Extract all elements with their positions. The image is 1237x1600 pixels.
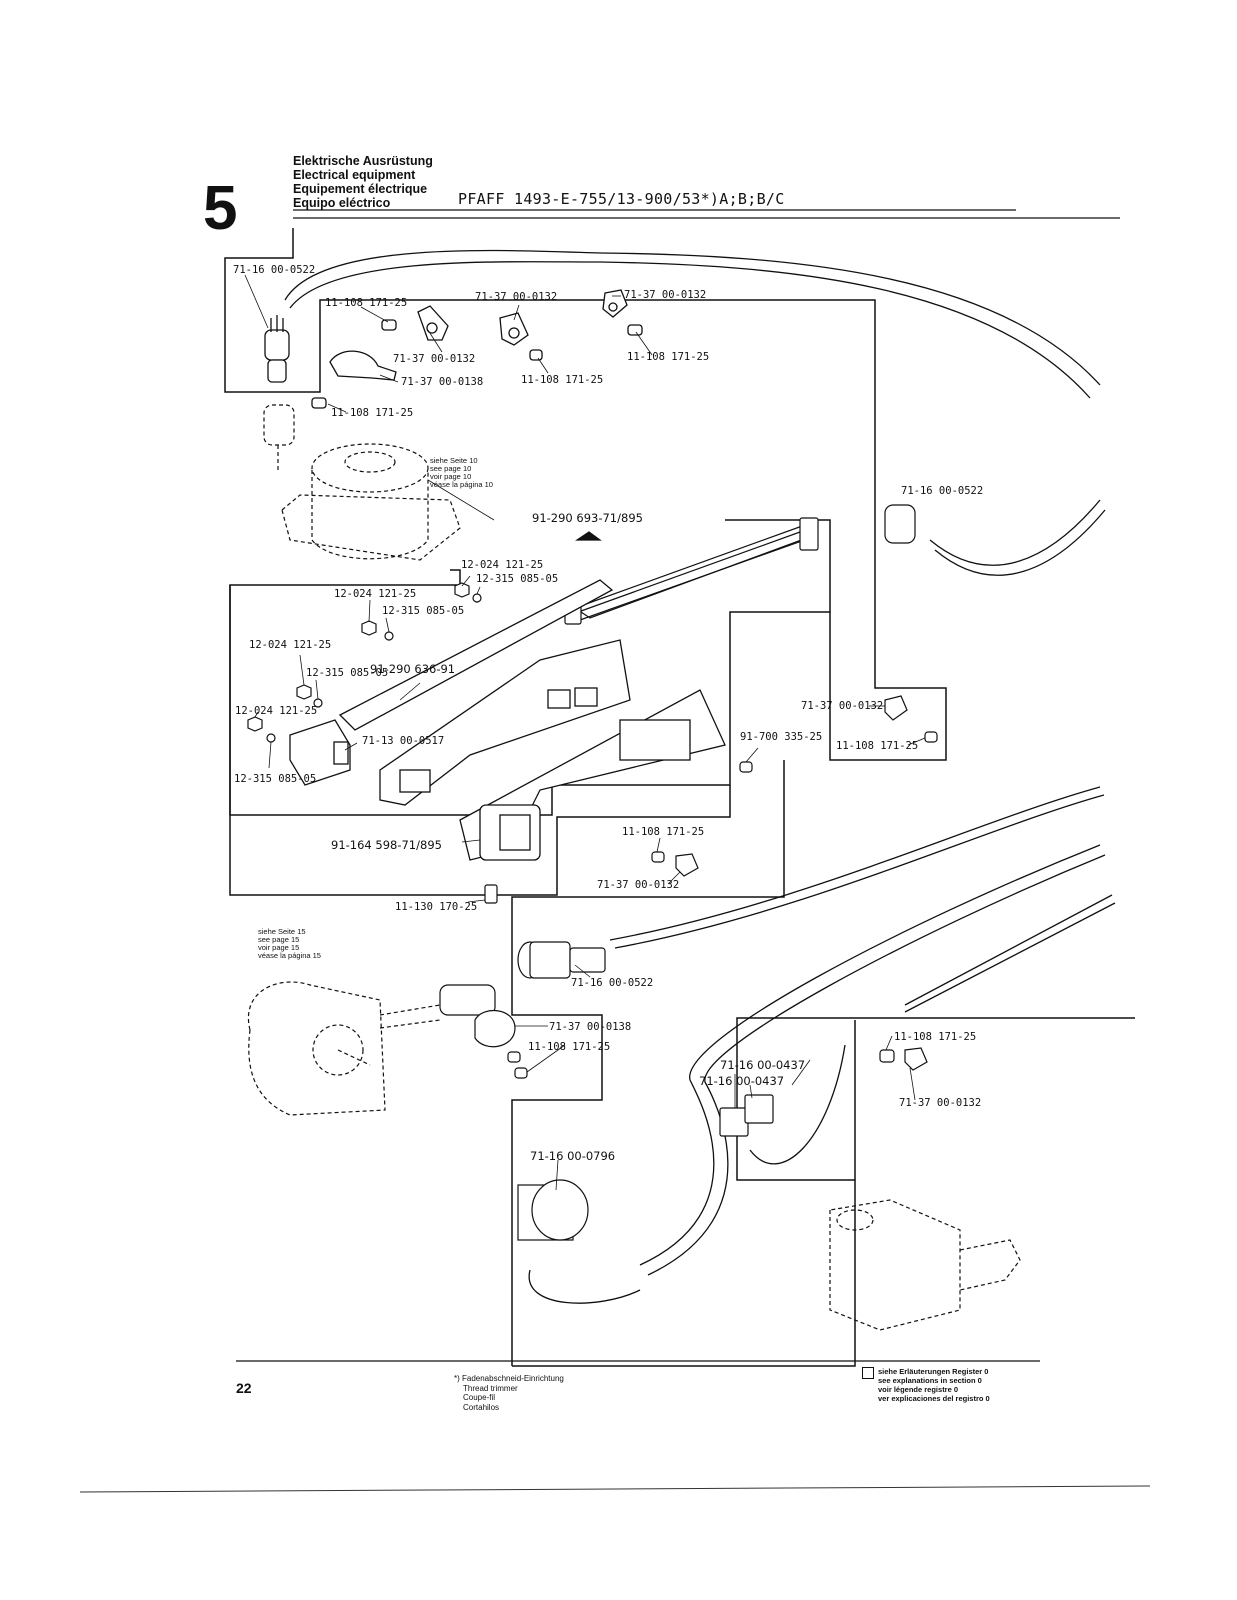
legend-line: ver explicaciones del registro 0 [878, 1394, 990, 1403]
legend-box-icon [862, 1367, 874, 1379]
reference-line: véase la página 10 [430, 480, 493, 489]
part-label: 71-37 00-0132 [475, 291, 557, 303]
part-label: 12-024 121-25 [235, 705, 317, 717]
reference-page-15: siehe Seite 15 see page 15 voir page 15 … [258, 927, 321, 960]
part-label: 11-108 171-25 [331, 407, 413, 419]
cables [284, 249, 1116, 1304]
pcb-assembly [289, 579, 726, 861]
cable-mid-2 [614, 794, 1105, 949]
clamps-right [484, 504, 938, 904]
part-label: 91-700 335-25 [740, 731, 822, 743]
footnote-line: Coupe-fil [463, 1393, 496, 1402]
legend-line: siehe Erläuterungen Register 0 [878, 1367, 989, 1376]
part-label: 12-024 121-25 [249, 639, 331, 651]
reference-line: see page 15 [258, 935, 299, 944]
page-edge-rule [79, 1485, 1151, 1493]
connector-plug-top [264, 315, 290, 383]
cable-top-2 [289, 261, 1091, 399]
part-label: 12-315 085-05 [476, 573, 558, 585]
cable-top-1 [284, 249, 1101, 386]
part-label: 11-108 171-25 [894, 1031, 976, 1043]
part-label: 71-37 00-0138 [401, 376, 483, 388]
part-label: 71-16 00-0522 [901, 485, 983, 497]
part-label: 71-37 00-0138 [549, 1021, 631, 1033]
part-label: 71-13 00-0517 [362, 735, 444, 747]
outline-cable-box [725, 519, 831, 612]
part-label: 12-024 121-25 [461, 559, 543, 571]
motor-upper [263, 404, 461, 561]
connector-motor-lower [439, 984, 528, 1079]
cable-mid-1 [609, 786, 1101, 941]
section-number: 5 [203, 174, 238, 243]
cable-short-2 [904, 902, 1116, 1013]
cable-long-2 [647, 854, 1106, 1276]
cable-right-1 [929, 499, 1101, 566]
section-titles: Elektrische Ausrüstung Electrical equipm… [293, 154, 433, 210]
sensors-lower [517, 1047, 928, 1241]
part-label: 71-37 00-0132 [801, 700, 883, 712]
nuts-washers [247, 582, 482, 743]
part-label: 12-315 085-05 [382, 605, 464, 617]
part-labels: 71-16 00-0522 11-108 171-25 71-37 00-013… [233, 264, 983, 1163]
outline-middle [229, 585, 731, 896]
clamps-upper [311, 289, 643, 409]
model-designation: PFAFF 1493-E-755/13-900/53*)A;B;B/C [458, 190, 785, 208]
connector-plug-mid [517, 941, 606, 979]
cable-right-2 [934, 509, 1106, 576]
part-label: 71-37 00-0132 [393, 353, 475, 365]
reference-line: see page 10 [430, 464, 471, 473]
footnote-line: Thread trimmer [463, 1383, 518, 1393]
part-label: 11-108 171-25 [528, 1041, 610, 1053]
part-label: 71-16 00-0796 [530, 1149, 615, 1163]
reference-line: siehe Seite 10 [430, 456, 478, 465]
part-label: 71-16 00-0437 [699, 1074, 784, 1088]
cable-plug-wires [528, 1269, 641, 1304]
part-label: 91-290 693-71/895 [532, 511, 643, 525]
title-es: Equipo eléctrico [293, 196, 391, 210]
part-label: 11-130 170-25 [395, 901, 477, 913]
part-label: 12-315 085-05 [306, 667, 388, 679]
reference-line: voir page 10 [430, 472, 471, 481]
cable-long-1 [639, 844, 1101, 1266]
group-outlines [224, 228, 1135, 1367]
reference-page-10: siehe Seite 10 see page 10 voir page 10 … [430, 456, 493, 489]
part-label: 71-16 00-0522 [571, 977, 653, 989]
outline-lower-left [511, 760, 785, 1366]
part-label: 12-315 085-05 [234, 773, 316, 785]
title-fr: Equipement électrique [293, 182, 428, 196]
reference-line: voir page 15 [258, 943, 299, 952]
reference-line: siehe Seite 15 [258, 927, 306, 936]
part-label: 11-108 171-25 [622, 826, 704, 838]
title-de: Elektrische Ausrüstung [293, 154, 433, 168]
part-label: 11-108 171-25 [521, 374, 603, 386]
motor-lower [247, 981, 441, 1116]
cable-sensor [749, 1044, 846, 1165]
thread-trimmer-unit [829, 1199, 1021, 1331]
leader-lines [244, 274, 926, 1191]
part-label: 11-108 171-25 [627, 351, 709, 363]
part-label: 71-16 00-0522 [233, 264, 315, 276]
part-label: 71-37 00-0132 [899, 1097, 981, 1109]
part-label: 91-290 636-91 [370, 662, 455, 676]
title-en: Electrical equipment [293, 168, 416, 182]
footnote-line: Cortahilos [463, 1402, 500, 1412]
footnote: *) Fadenabschneid-Einrichtung Thread tri… [454, 1374, 564, 1412]
part-label: 71-16 00-0437 [720, 1058, 805, 1072]
cable-short-1 [904, 894, 1113, 1006]
ribbon-cable [564, 517, 819, 625]
part-label: 91-164 598-71/895 [331, 838, 442, 852]
legend-line: see explanations in section 0 [878, 1376, 982, 1385]
part-label: 71-37 00-0132 [597, 879, 679, 891]
part-label: 71-37 00-0132 [624, 289, 706, 301]
part-label: 11-108 171-25 [836, 740, 918, 752]
legend: siehe Erläuterungen Register 0 see expla… [878, 1367, 990, 1403]
legend-line: voir légende registre 0 [878, 1385, 959, 1394]
footnote-line: *) Fadenabschneid-Einrichtung [454, 1374, 564, 1383]
part-label: 11-108 171-25 [325, 297, 407, 309]
part-label: 12-024 121-25 [334, 588, 416, 600]
page-number: 22 [236, 1380, 252, 1396]
outline-lower-right [512, 1017, 1135, 1367]
reference-line: véase la página 15 [258, 951, 321, 960]
